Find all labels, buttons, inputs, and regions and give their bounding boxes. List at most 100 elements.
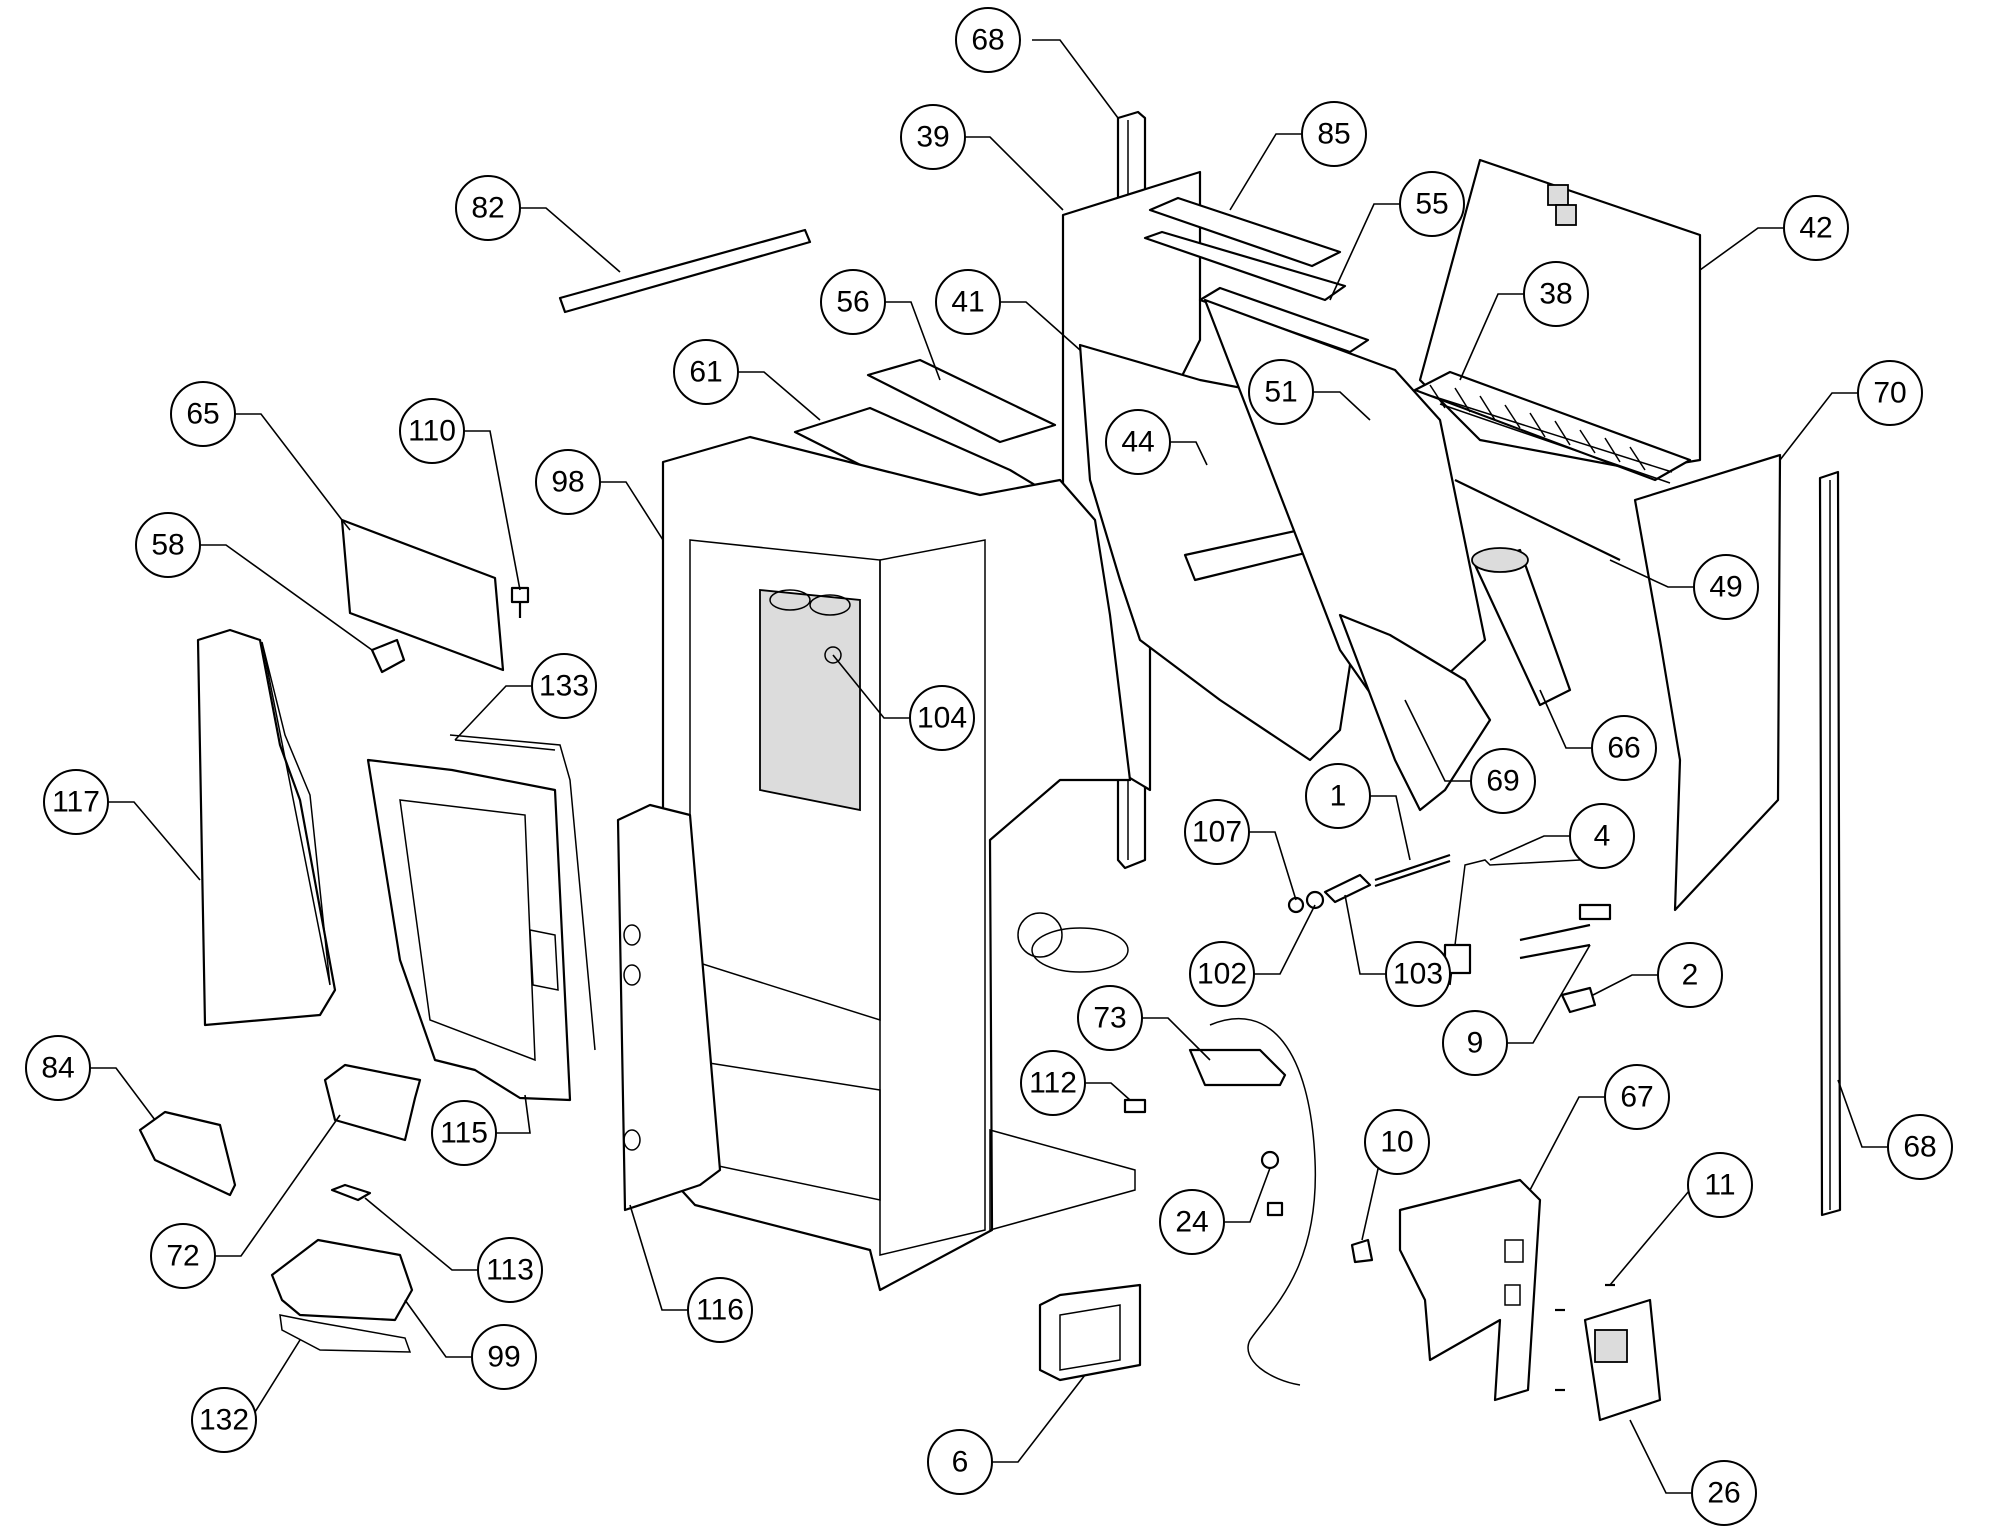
leader-39 [965, 136, 1064, 211]
leader-116 [629, 1204, 688, 1311]
callout-label: 113 [486, 1254, 534, 1287]
leader-24 [1224, 1167, 1271, 1223]
part-115-door [366, 758, 572, 1102]
leader-104 [832, 654, 910, 719]
callout-label: 73 [1093, 1002, 1126, 1035]
leader-41 [1000, 301, 1081, 351]
part-112-fastener [1123, 1098, 1147, 1114]
callout-label: 51 [1264, 376, 1297, 409]
callout-bubbles: 68 39 85 55 42 82 56 41 38 61 51 70 65 1… [25, 7, 1953, 1526]
callout-label: 41 [951, 286, 984, 319]
part-69-deflector [1338, 613, 1492, 812]
callout-133: 133 [531, 653, 597, 719]
callout-98: 98 [535, 449, 601, 515]
callout-label: 112 [1029, 1067, 1077, 1100]
callout-39: 39 [900, 104, 966, 170]
part-117-hopper-side [196, 628, 337, 1027]
leader-66 [1539, 689, 1592, 749]
part-24-grommet [1260, 1150, 1284, 1217]
callout-label: 68 [971, 24, 1004, 57]
callout-label: 69 [1486, 765, 1519, 798]
callout-label: 9 [1467, 1027, 1484, 1060]
leader-42 [1699, 227, 1784, 271]
callout-label: 58 [151, 529, 184, 562]
callout-42: 42 [1783, 195, 1849, 261]
leader-73 [1142, 1017, 1211, 1061]
leader-44 [1170, 441, 1208, 466]
callout-11: 11 [1687, 1152, 1753, 1218]
leader-110 [464, 430, 521, 591]
callout-84: 84 [25, 1035, 91, 1101]
callout-132: 132 [191, 1387, 257, 1453]
callout-label: 2 [1682, 959, 1699, 992]
leader-67 [1529, 1096, 1605, 1191]
callout-116: 116 [687, 1277, 753, 1343]
callout-110: 110 [399, 398, 465, 464]
callout-2: 2 [1657, 942, 1723, 1008]
leader-26 [1629, 1419, 1692, 1494]
callout-label: 56 [836, 286, 869, 319]
callout-label: 104 [917, 702, 967, 735]
callout-69: 69 [1470, 748, 1536, 814]
leader-56 [885, 301, 941, 381]
leader-58 [200, 544, 373, 651]
part-133-gasket [449, 734, 596, 1051]
callout-label: 98 [551, 466, 584, 499]
part-10-connector [1350, 1238, 1374, 1264]
part-56-plate [866, 358, 1057, 444]
callout-56: 56 [820, 269, 886, 335]
leader-103 [1344, 894, 1386, 975]
leader-51 [1313, 391, 1371, 421]
part-72-burner [323, 1063, 422, 1142]
part-70-side-panel [1633, 453, 1782, 912]
callout-117: 117 [43, 769, 109, 835]
callout-label: 84 [41, 1052, 74, 1085]
callout-104: 104 [909, 685, 975, 751]
callout-68b: 68 [1887, 1114, 1953, 1180]
callout-label: 67 [1620, 1081, 1653, 1114]
part-73-bracket [1188, 1048, 1287, 1087]
part-85-bracket [1143, 196, 1347, 302]
callout-82: 82 [455, 175, 521, 241]
callout-label: 26 [1707, 1477, 1740, 1510]
leader-115 [496, 1094, 531, 1134]
leader-99 [404, 1299, 472, 1358]
callout-4: 4 [1569, 803, 1635, 869]
callout-label: 24 [1175, 1206, 1208, 1239]
leader-98 [600, 481, 664, 541]
callout-102: 102 [1189, 941, 1255, 1007]
leader-38 [1459, 293, 1524, 381]
part-66-burnpot [1471, 547, 1572, 707]
part-49-rod [1454, 479, 1621, 561]
part-38-grate [1413, 370, 1692, 484]
callout-49: 49 [1693, 554, 1759, 620]
callout-label: 10 [1380, 1126, 1413, 1159]
part-98-main-frame [661, 435, 1136, 1292]
callout-9: 9 [1442, 1010, 1508, 1076]
callout-38: 38 [1523, 261, 1589, 327]
callout-label: 70 [1873, 377, 1906, 410]
leader-84 [90, 1067, 156, 1121]
callout-label: 116 [696, 1294, 744, 1327]
callout-label: 66 [1607, 732, 1640, 765]
callout-68a: 68 [955, 7, 1021, 73]
callout-26: 26 [1691, 1460, 1757, 1526]
callout-label: 68 [1903, 1131, 1936, 1164]
leader-6 [992, 1374, 1086, 1463]
callout-113: 113 [477, 1237, 543, 1303]
part-2-switch [1560, 986, 1597, 1014]
part-110-screw [510, 586, 530, 618]
part-99-ash-pan [270, 1238, 414, 1322]
callout-label: 72 [166, 1240, 199, 1273]
callout-24: 24 [1159, 1189, 1225, 1255]
leader-85 [1229, 133, 1302, 211]
callout-103: 103 [1385, 941, 1451, 1007]
callout-6: 6 [927, 1429, 993, 1495]
part-9-element [1519, 903, 1612, 960]
leader-82 [520, 207, 621, 273]
callout-58: 58 [135, 512, 201, 578]
leader-9 [1507, 944, 1591, 1044]
leader-102 [1254, 904, 1316, 975]
